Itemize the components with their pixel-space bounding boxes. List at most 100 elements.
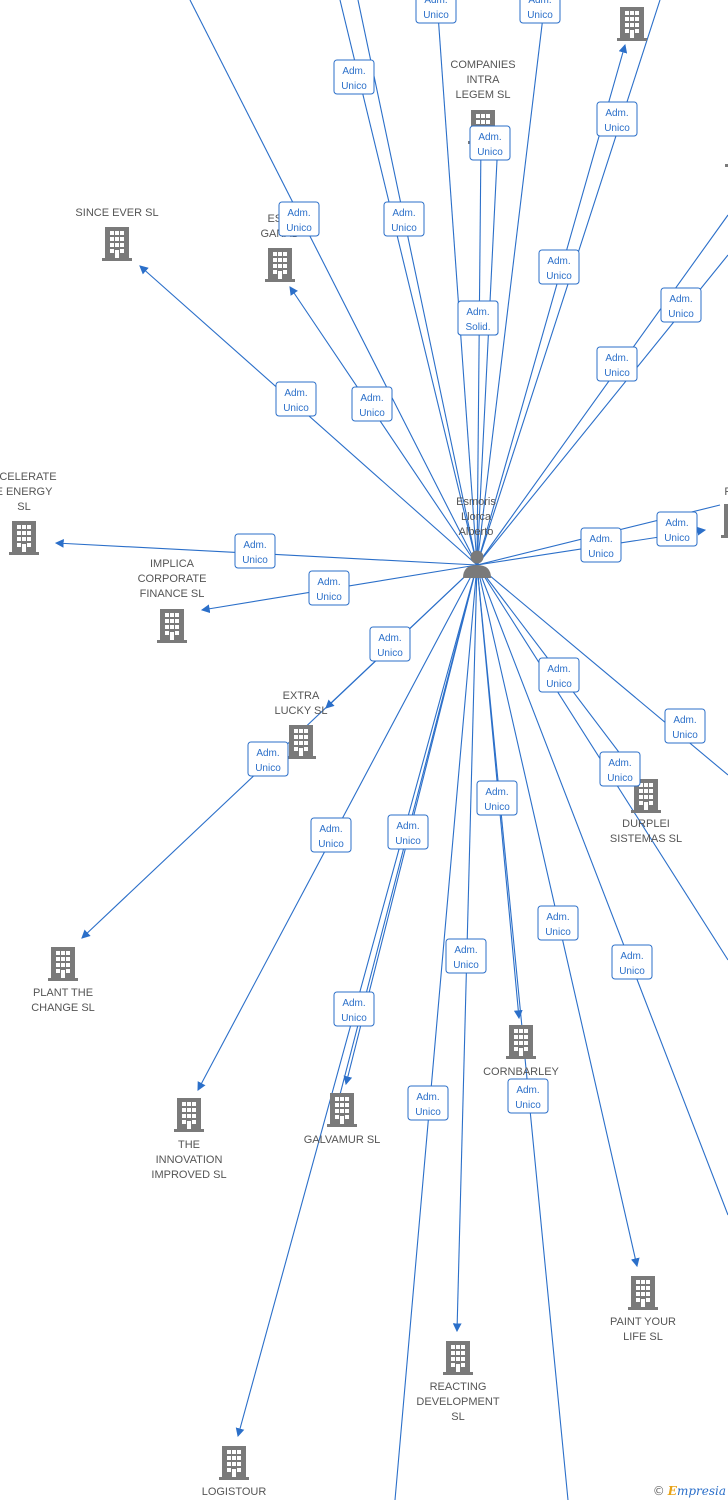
- role-label-box[interactable]: Adm.Unico: [664, 708, 706, 744]
- role-label-box[interactable]: Adm.Unico: [407, 1085, 449, 1121]
- role-label-line: Adm.: [516, 1085, 539, 1096]
- role-label-line: Unico: [255, 763, 281, 774]
- role-label-box[interactable]: Adm.Unico: [310, 817, 352, 853]
- role-label-box[interactable]: Adm.Unico: [469, 125, 511, 161]
- role-label-box[interactable]: Adm. Unico: [369, 626, 411, 662]
- role-label-line: Unico: [484, 802, 510, 813]
- building-icon: [48, 947, 78, 981]
- role-label-box[interactable]: Adm.Unico: [537, 905, 579, 941]
- role-label-line: Adm.: [342, 66, 365, 77]
- building-icon: [102, 227, 132, 261]
- role-label-line: Unico: [341, 1013, 367, 1024]
- company-name-line: INNOVATION: [156, 1154, 223, 1166]
- company-name-line: LEGEM SL: [455, 89, 510, 101]
- edge-line: [476, 0, 546, 566]
- edge-line: [476, 139, 499, 566]
- role-label-box[interactable]: Adm.Unico: [383, 201, 425, 237]
- role-label-line: Adm.: [669, 294, 692, 305]
- role-label-line: Adm.: [378, 633, 401, 644]
- role-label-line: Adm.: [466, 307, 489, 318]
- role-label-line: Unico: [477, 147, 503, 158]
- role-label-box[interactable]: Adm.Unico: [656, 511, 698, 547]
- company-name-line: REACTING: [430, 1381, 487, 1393]
- role-label-box[interactable]: Adm.Unico: [476, 780, 518, 816]
- role-label-box[interactable]: Adm.Unico: [599, 751, 641, 787]
- role-label-line: Adm.: [243, 540, 266, 551]
- company-name-line: CHANGE SL: [31, 1002, 95, 1014]
- role-label-line: Adm.: [546, 912, 569, 923]
- role-label-box[interactable]: Adm.Unico: [596, 346, 638, 382]
- role-label-box[interactable]: Adm. Unico: [333, 991, 375, 1027]
- role-label-line: Unico: [604, 368, 630, 379]
- company-name-line: E ENERGY: [0, 486, 53, 498]
- company-node-top-right-co[interactable]: [617, 7, 647, 41]
- role-label-box[interactable]: Adm.Unico: [445, 938, 487, 974]
- role-label-box[interactable]: Adm.Unico: [611, 944, 653, 980]
- role-label-box[interactable]: Adm.Unico: [660, 287, 702, 323]
- company-node-cornbarley[interactable]: CORNBARLEY: [483, 1025, 560, 1078]
- role-label-line: Unico: [341, 81, 367, 92]
- company-name-line: SINCE EVER SL: [75, 207, 158, 219]
- company-node-since-ever[interactable]: SINCE EVER SL: [75, 207, 159, 261]
- person-name-line: Esmoris: [456, 496, 496, 508]
- company-node-ext-partial[interactable]: EXRAN: [721, 471, 728, 538]
- role-label-line: Adm.: [608, 758, 631, 769]
- company-node-galvamur[interactable]: GALVAMUR SL: [304, 1093, 381, 1146]
- role-label-box[interactable]: Adm. Unico: [333, 59, 375, 95]
- role-label-line: Unico: [527, 10, 553, 21]
- empresia-logo[interactable]: ©Empresia: [652, 1484, 726, 1498]
- building-icon: [327, 1093, 357, 1127]
- role-label-box[interactable]: Adm.Unico: [538, 249, 580, 285]
- role-label-line: Unico: [377, 648, 403, 659]
- role-label-line: Adm.: [342, 998, 365, 1009]
- role-label-line: Unico: [316, 592, 342, 603]
- company-name-line: LUCKY SL: [275, 705, 328, 717]
- role-label-box[interactable]: Adm.Unico: [507, 1078, 549, 1114]
- role-label-line: Unico: [453, 960, 479, 971]
- role-label-line: Unico: [359, 408, 385, 419]
- role-label-line: Adm.: [665, 518, 688, 529]
- role-label-box-solid[interactable]: Adm. Solid.: [457, 300, 499, 336]
- role-label-box[interactable]: Adm.Unico: [580, 527, 622, 563]
- role-label-box[interactable]: Adm.Unico: [387, 814, 429, 850]
- role-label-line: Adm.: [547, 256, 570, 267]
- role-label-box[interactable]: Adm.Unico: [596, 101, 638, 137]
- role-label-line: Adm.: [256, 748, 279, 759]
- role-label-line: Unico: [546, 679, 572, 690]
- company-name-line: INTRA: [467, 74, 501, 86]
- role-label-line: Adm.: [396, 821, 419, 832]
- company-name-line: LOGISTOUR: [202, 1486, 267, 1498]
- role-label-box[interactable]: Adm.Unico: [519, 0, 561, 24]
- role-label-line: Adm.: [360, 393, 383, 404]
- company-node-logistour[interactable]: LOGISTOUR: [202, 1446, 267, 1498]
- role-label-box[interactable]: Adm.Unico: [415, 0, 457, 24]
- role-label-box[interactable]: Adm. Unico: [247, 741, 289, 777]
- role-label-box[interactable]: Adm. Unico: [351, 386, 393, 422]
- role-label-box[interactable]: Adm.Unico: [278, 201, 320, 237]
- role-label-box[interactable]: Adm. Unico: [308, 570, 350, 606]
- role-label-line: Solid.: [465, 322, 490, 333]
- role-label-line: Adm.: [317, 577, 340, 588]
- role-label-box[interactable]: Adm.Unico: [275, 381, 317, 417]
- building-icon: [506, 1025, 536, 1059]
- role-label-box[interactable]: Adm.Unico: [234, 533, 276, 569]
- role-label-line: Unico: [415, 1107, 441, 1118]
- copyright-icon: ©: [652, 1484, 665, 1498]
- edge-line: [394, 564, 478, 1500]
- building-icon: [174, 1098, 204, 1132]
- role-label-line: Adm.: [392, 208, 415, 219]
- role-label-box[interactable]: Adm.Unico: [538, 657, 580, 693]
- edge-line: [189, 0, 478, 566]
- building-icon: [157, 609, 187, 643]
